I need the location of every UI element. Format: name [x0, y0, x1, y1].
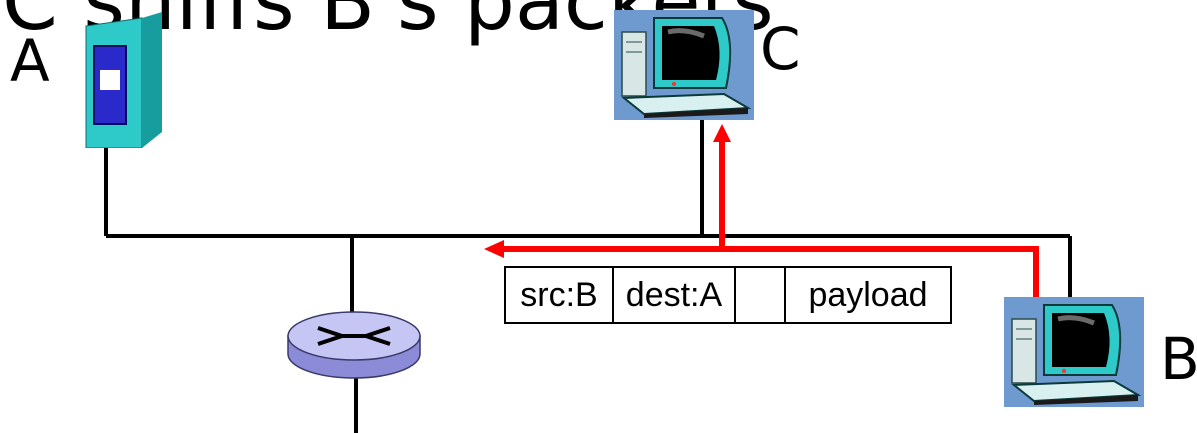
sniff-path: [722, 246, 1039, 298]
packet-dest-field: dest:A: [614, 268, 736, 322]
host-a-label: A: [10, 27, 50, 95]
packet-src-field: src:B: [506, 268, 614, 322]
host-a: [82, 12, 166, 149]
router: [284, 306, 424, 382]
server-icon: [85, 12, 162, 149]
router-icon: [287, 311, 421, 379]
computer-icon: [1004, 297, 1144, 407]
host-c-label: C: [760, 15, 801, 83]
host-b-label: B: [1160, 325, 1197, 393]
arrow-to-a-icon: [484, 240, 504, 258]
arrow-to-c-icon: [713, 124, 731, 142]
host-b: [1004, 297, 1144, 407]
packet-payload-field: payload: [808, 275, 928, 314]
host-c: [614, 10, 754, 120]
computer-icon: [614, 10, 754, 120]
packet-empty-field: [736, 268, 786, 322]
packet: src:B dest:A payload: [504, 266, 952, 324]
